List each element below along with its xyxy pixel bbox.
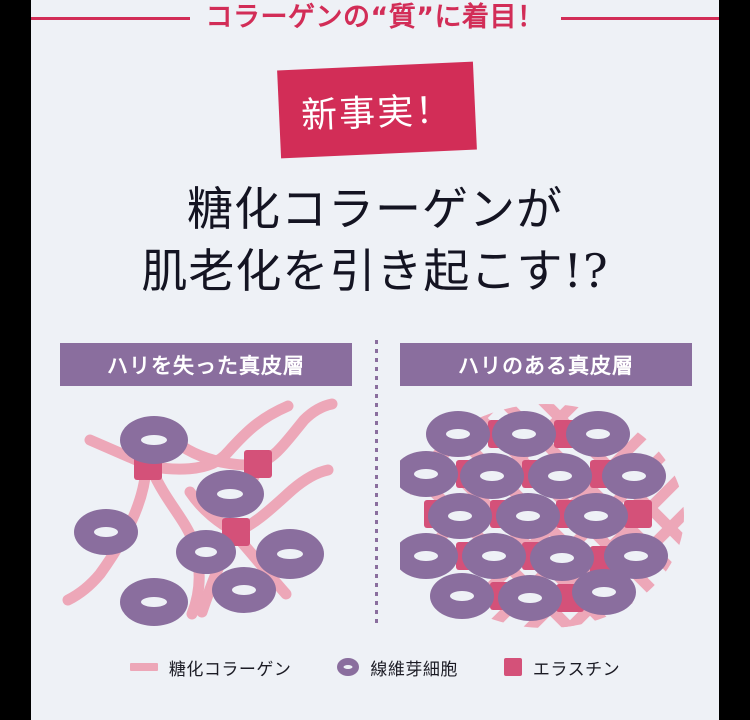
fibroblast-cell bbox=[528, 453, 592, 499]
elastin-square bbox=[624, 500, 652, 528]
fibroblast-cell bbox=[572, 569, 636, 615]
headline-line-1: 糖化コラーゲンが bbox=[187, 182, 563, 236]
fibroblast-cell bbox=[462, 533, 526, 579]
fibroblast-cell bbox=[530, 535, 594, 581]
new-fact-badge-label: 新事実！ bbox=[300, 90, 454, 137]
fibroblast-cell-icon bbox=[337, 658, 360, 676]
fibroblast-cells bbox=[400, 411, 668, 621]
panel-title-firm-label: ハリのある真皮層 bbox=[458, 353, 634, 378]
fibroblast-cell bbox=[498, 575, 562, 621]
new-fact-badge: 新事実！ bbox=[277, 61, 477, 159]
fibroblast-cell bbox=[176, 530, 236, 574]
fibroblast-cell bbox=[460, 453, 524, 499]
panel-title-firm: ハリのある真皮層 bbox=[400, 343, 692, 386]
badge-area: 新事実！ bbox=[31, 61, 719, 162]
fibroblast-cell bbox=[196, 470, 264, 518]
fibroblast-cell bbox=[428, 493, 492, 539]
fibroblast-cell bbox=[256, 529, 324, 579]
legend-item-collagen: 糖化コラーゲン bbox=[129, 655, 292, 680]
legend-label-collagen: 糖化コラーゲン bbox=[168, 659, 292, 680]
fibroblast-cell bbox=[120, 416, 188, 464]
panel-title-aged: ハリを失った真皮層 bbox=[60, 343, 352, 386]
fibroblast-cell bbox=[496, 493, 560, 539]
legend-label-fibroblast: 線維芽細胞 bbox=[370, 659, 458, 680]
fibroblast-cell bbox=[566, 411, 630, 457]
fibroblast-cell bbox=[602, 453, 666, 499]
fibroblast-cell bbox=[604, 533, 668, 579]
legend: 糖化コラーゲン 線維芽細胞 エラスチン bbox=[31, 650, 719, 684]
firm-dermis-svg bbox=[400, 404, 684, 628]
fibroblast-cell bbox=[426, 411, 490, 457]
fibroblast-cell bbox=[430, 573, 494, 619]
fibroblast-cell bbox=[120, 578, 188, 626]
fibroblast-cell bbox=[212, 567, 276, 613]
fibroblast-cells bbox=[74, 416, 324, 626]
content-panel: コラーゲンの“質”に着目！ 新事実！ 糖化コラーゲンが 肌老化を引き起こす!? … bbox=[31, 0, 719, 720]
fibroblast-cell bbox=[400, 451, 458, 497]
eyebrow-text-wrap: コラーゲンの“質”に着目！ bbox=[31, 0, 719, 36]
legend-item-fibroblast: 線維芽細胞 bbox=[337, 655, 458, 680]
aged-dermis-svg bbox=[62, 398, 338, 626]
headline-line-2: 肌老化を引き起こす!? bbox=[141, 244, 609, 298]
panel-title-aged-label: ハリを失った真皮層 bbox=[107, 353, 305, 378]
fibroblast-cell bbox=[564, 493, 628, 539]
eyebrow-banner: コラーゲンの“質”に着目！ bbox=[31, 0, 719, 58]
fibroblast-cell bbox=[492, 411, 556, 457]
elastin-square-icon bbox=[503, 658, 522, 676]
diagram-aged-dermis bbox=[60, 398, 352, 638]
legend-label-elastin: エラスチン bbox=[532, 659, 621, 680]
collagen-line-icon bbox=[129, 663, 158, 671]
fibroblast-cell bbox=[74, 509, 138, 555]
page-title: 糖化コラーゲンが 肌老化を引き起こす!? bbox=[31, 178, 719, 302]
legend-item-elastin: エラスチン bbox=[503, 655, 621, 680]
vertical-dotted-divider bbox=[375, 340, 378, 628]
elastin-square bbox=[244, 450, 272, 478]
eyebrow-label: コラーゲンの“質”に着目！ bbox=[189, 0, 561, 36]
fibroblast-cell bbox=[400, 533, 458, 579]
collagen-fibers-disordered bbox=[62, 398, 338, 620]
diagram-firm-dermis bbox=[400, 398, 692, 638]
